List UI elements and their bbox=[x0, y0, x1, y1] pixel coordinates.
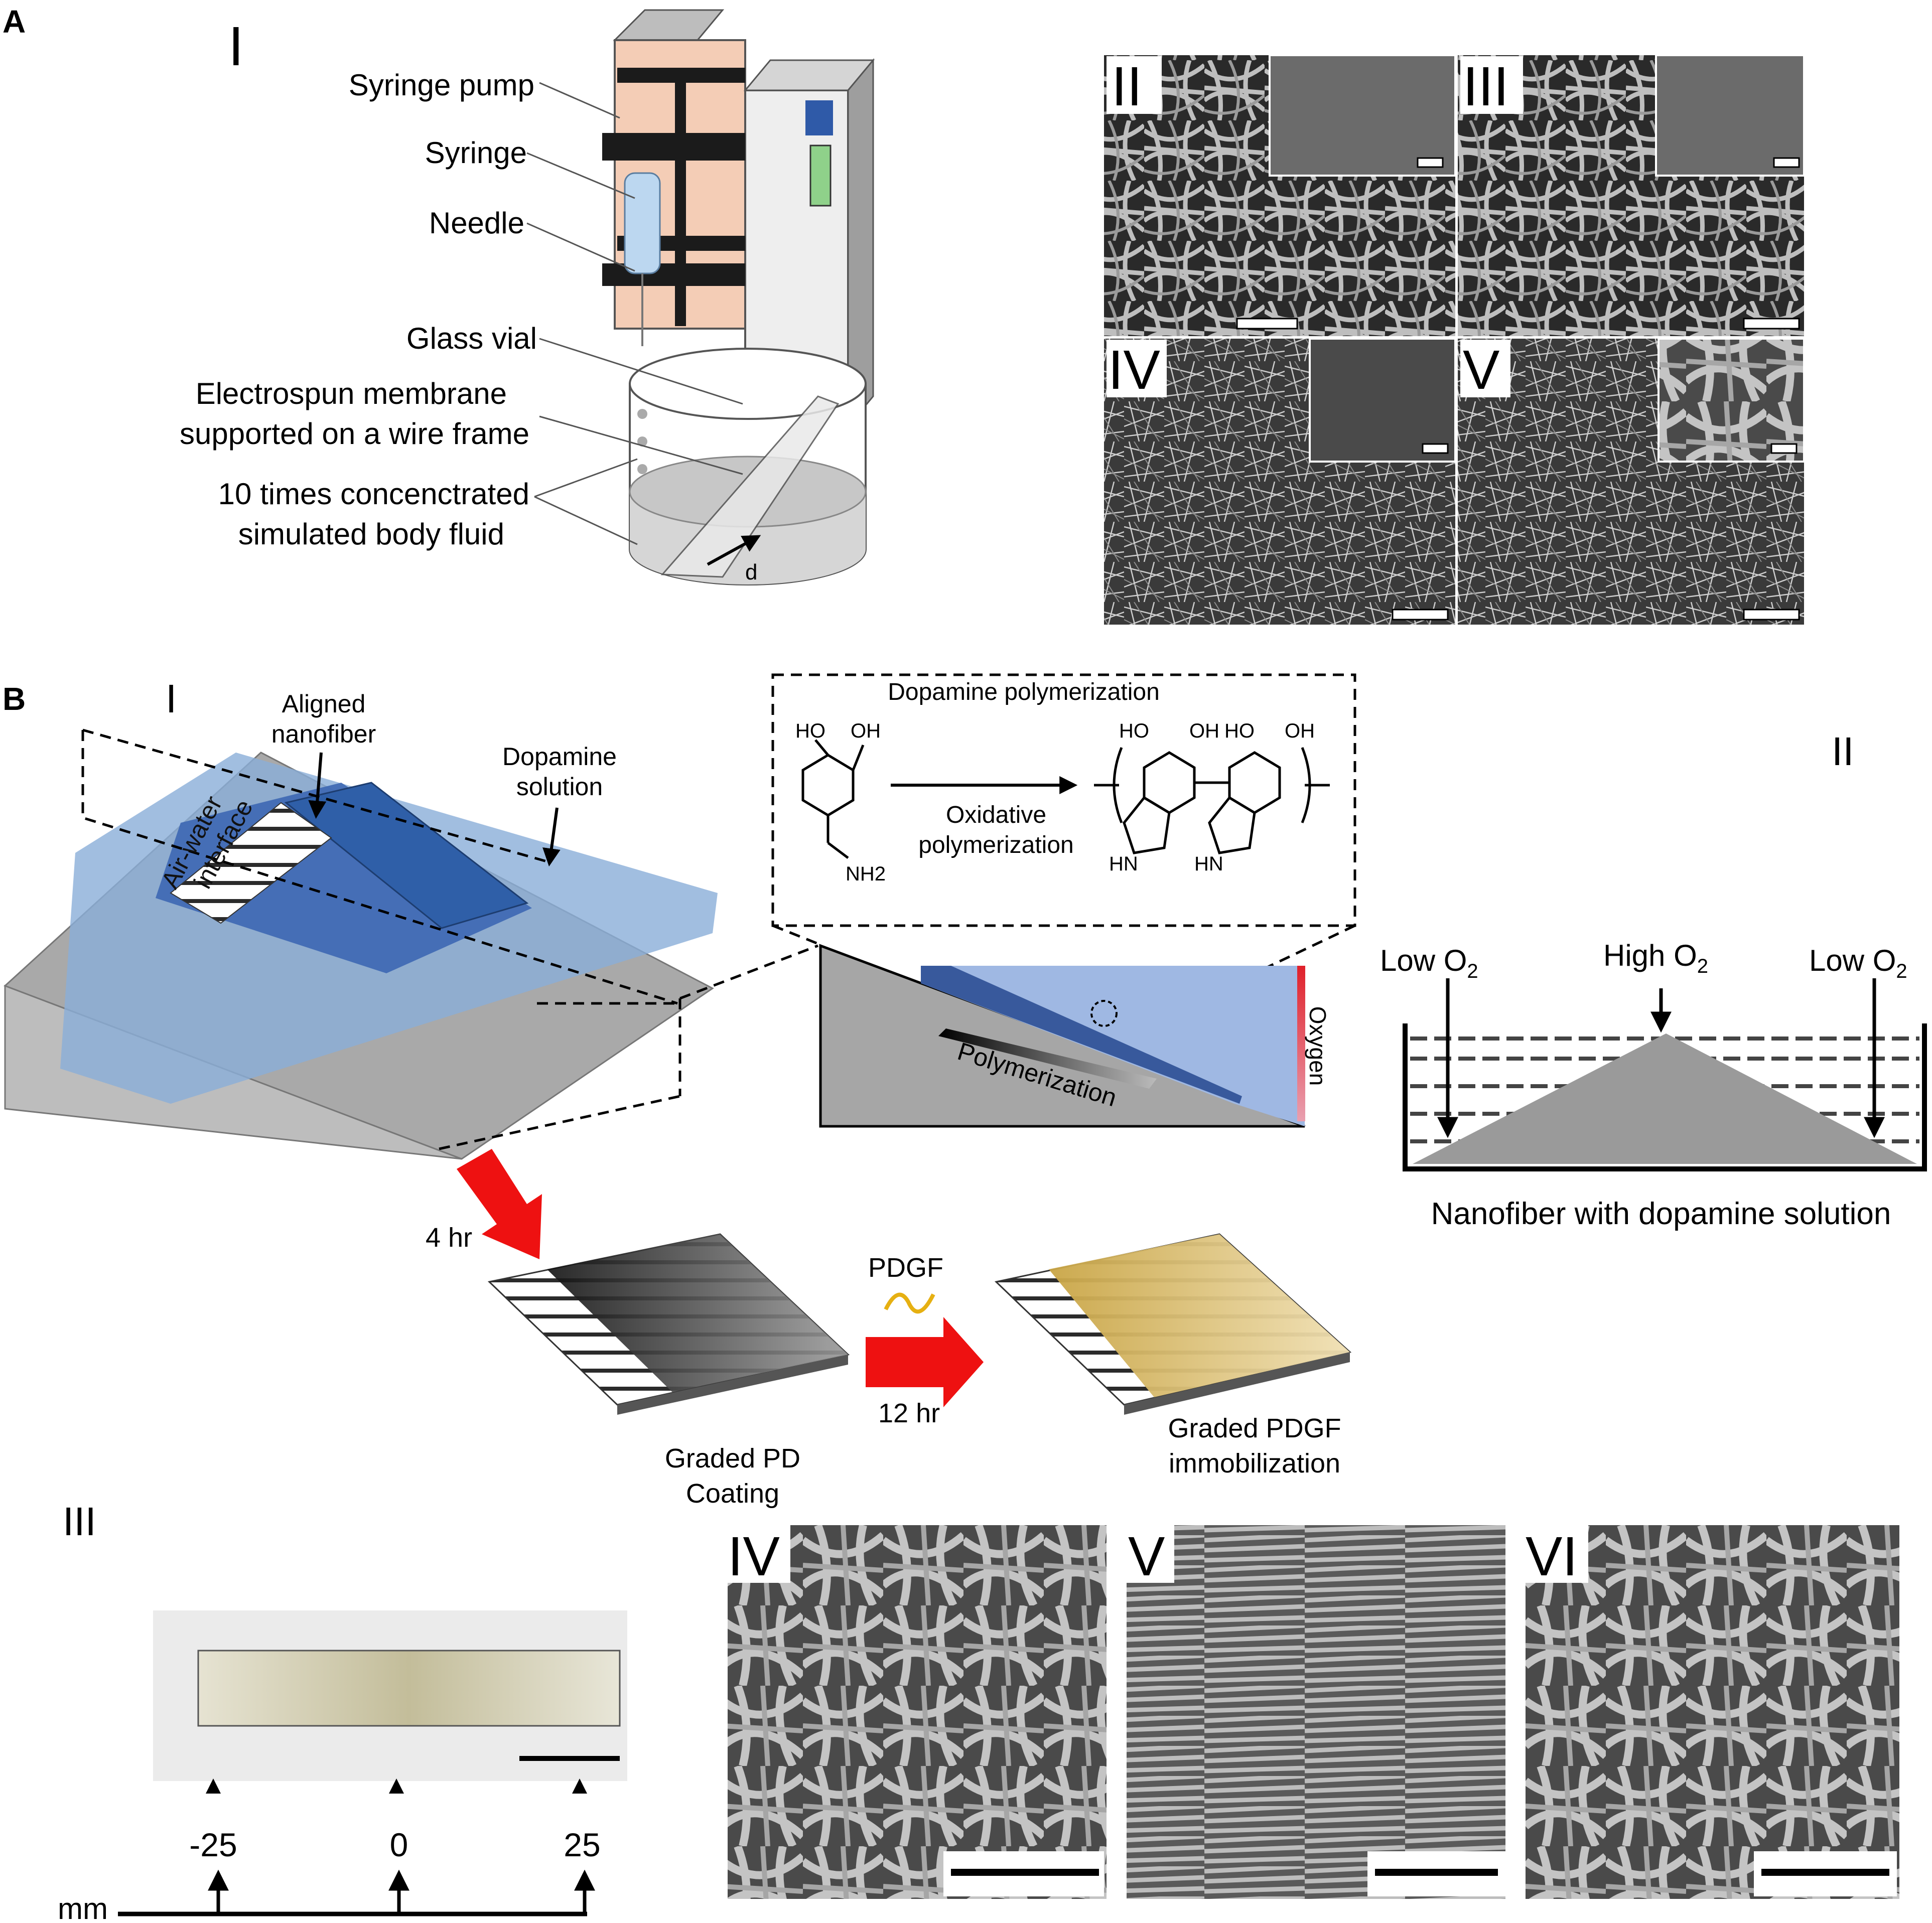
dopamine-arrow bbox=[542, 807, 561, 867]
label-graded-pd-2: Coating bbox=[686, 1478, 779, 1509]
chem-hn-1: HN bbox=[1109, 853, 1138, 875]
sem-a-iii-inset bbox=[1655, 54, 1805, 177]
sem-b-label-iv: IV bbox=[728, 1526, 780, 1587]
axis-tick-0: 0 bbox=[390, 1826, 408, 1863]
glass-vial: d bbox=[629, 348, 867, 585]
sem-a-iv-inset bbox=[1309, 338, 1456, 463]
oxidative-1: Oxidative bbox=[946, 802, 1046, 828]
wedge-substrate bbox=[4, 752, 718, 1160]
inset-title: Dopamine polymerization bbox=[888, 679, 1160, 705]
dopamine-molecule bbox=[801, 739, 865, 859]
label-membrane-1: Electrospun membrane bbox=[196, 377, 507, 410]
label-membrane-2: supported on a wire frame bbox=[180, 417, 529, 451]
label-graded-pdgf-2: immobilization bbox=[1169, 1448, 1340, 1478]
sem-grid-b: IV V VI bbox=[728, 1525, 1899, 1899]
chem-ho-3: HO bbox=[1224, 720, 1255, 742]
sem-b-iv bbox=[728, 1525, 1107, 1899]
d-arrow bbox=[707, 535, 761, 566]
axis-unit: mm bbox=[58, 1892, 108, 1923]
label-dopamine-2: solution bbox=[516, 773, 603, 801]
low-o2-right: Low O2 bbox=[1809, 944, 1907, 982]
label-fluid-2: simulated body fluid bbox=[238, 517, 504, 551]
sem-grid-a: II III IV V bbox=[1104, 54, 1805, 625]
oxygen-bar bbox=[1297, 966, 1305, 1121]
sem-a-v-inset bbox=[1658, 338, 1805, 463]
chem-ho-1: HO bbox=[795, 720, 825, 742]
sem-b-vi bbox=[1526, 1525, 1899, 1899]
red-arrow-12hr bbox=[866, 1317, 984, 1407]
label-dopamine-1: Dopamine bbox=[502, 743, 617, 771]
label-graded-pd-1: Graded PD bbox=[665, 1443, 800, 1473]
sem-a-label-iv: IV bbox=[1108, 339, 1160, 401]
chem-oh-2: OH bbox=[1189, 720, 1219, 742]
label-12hr: 12 hr bbox=[878, 1398, 940, 1428]
panel-a-labels: Syringe pump Syringe Needle Glass vial E… bbox=[180, 68, 537, 551]
dopamine-inset: Dopamine polymerization HO OH NH2 Oxidat… bbox=[795, 679, 1330, 885]
label-graded-pdgf-1: Graded PDGF bbox=[1168, 1413, 1341, 1443]
low-o2-left: Low O2 bbox=[1380, 944, 1478, 982]
red-arrow-4hr bbox=[457, 1149, 542, 1259]
axis-tick-25: 25 bbox=[564, 1826, 600, 1863]
sem-b-v bbox=[1127, 1525, 1505, 1899]
process-arrows: 4 hr PDGF 12 hr bbox=[426, 1149, 984, 1428]
panel-a: A I bbox=[3, 4, 1805, 625]
sem-a-label-iii: III bbox=[1463, 56, 1509, 117]
graded-pdgf-membrane: Graded PDGF immobilization bbox=[994, 1233, 1352, 1478]
label-glass-vial: Glass vial bbox=[406, 322, 537, 355]
label-oxygen: Oxygen bbox=[1305, 1006, 1331, 1086]
photo-scale-bar bbox=[519, 1756, 620, 1761]
polydopamine-molecule bbox=[1094, 747, 1330, 854]
nanofiber-triangle bbox=[1413, 1033, 1917, 1164]
label-fluid-1: 10 times concenctrated bbox=[218, 477, 529, 511]
chem-oh-3: OH bbox=[1285, 720, 1315, 742]
chem-hn-2: HN bbox=[1194, 853, 1223, 875]
label-4hr: 4 hr bbox=[426, 1223, 472, 1253]
panel-b-ii: II Low O2 High O2 Low O2 Nanofiber with … bbox=[1380, 729, 1927, 1231]
label-syringe-pump: Syringe pump bbox=[349, 68, 534, 102]
panel-a-sub-i: I bbox=[228, 16, 244, 77]
graded-pd-membrane: Graded PD Coating bbox=[487, 1233, 850, 1509]
aligned-arrow bbox=[308, 752, 327, 819]
sem-b-label-vi: VI bbox=[1526, 1526, 1578, 1587]
panel-b-sub-i: I bbox=[166, 676, 177, 721]
chem-nh2: NH2 bbox=[846, 863, 886, 885]
d-label: d bbox=[745, 560, 757, 584]
panel-a-letter: A bbox=[3, 4, 26, 40]
label-pdgf: PDGF bbox=[868, 1253, 943, 1283]
panel-b: B I Aligned nanofiber Dopamin bbox=[3, 673, 1927, 1923]
sem-a-label-ii: II bbox=[1112, 56, 1142, 117]
label-needle: Needle bbox=[429, 206, 524, 240]
chem-oh-1: OH bbox=[851, 720, 881, 742]
panel-b-letter: B bbox=[3, 681, 26, 717]
panel-b-sub-iii: III bbox=[63, 1499, 96, 1544]
sem-b-label-v: V bbox=[1128, 1526, 1165, 1587]
oxidative-2: polymerization bbox=[918, 832, 1073, 858]
leader-lines bbox=[526, 82, 743, 545]
cross-section: Polymerization Oxygen bbox=[819, 944, 1331, 1128]
nanofiber-caption: Nanofiber with dopamine solution bbox=[1431, 1197, 1891, 1231]
graded-strip bbox=[197, 1650, 621, 1727]
panel-b-sub-ii: II bbox=[1832, 729, 1854, 774]
pdgf-wave bbox=[884, 1292, 935, 1314]
axis-tick-neg25: -25 bbox=[189, 1826, 237, 1863]
high-o2: High O2 bbox=[1603, 939, 1708, 977]
panel-b-iii: III -25 0 25 mm bbox=[58, 1499, 627, 1923]
sem-a-label-v: V bbox=[1463, 339, 1499, 401]
sem-a-ii-inset bbox=[1269, 54, 1456, 177]
label-aligned-1: Aligned bbox=[282, 690, 366, 718]
label-aligned-2: nanofiber bbox=[271, 720, 376, 748]
chem-ho-2: HO bbox=[1119, 720, 1149, 742]
label-syringe: Syringe bbox=[425, 136, 527, 170]
